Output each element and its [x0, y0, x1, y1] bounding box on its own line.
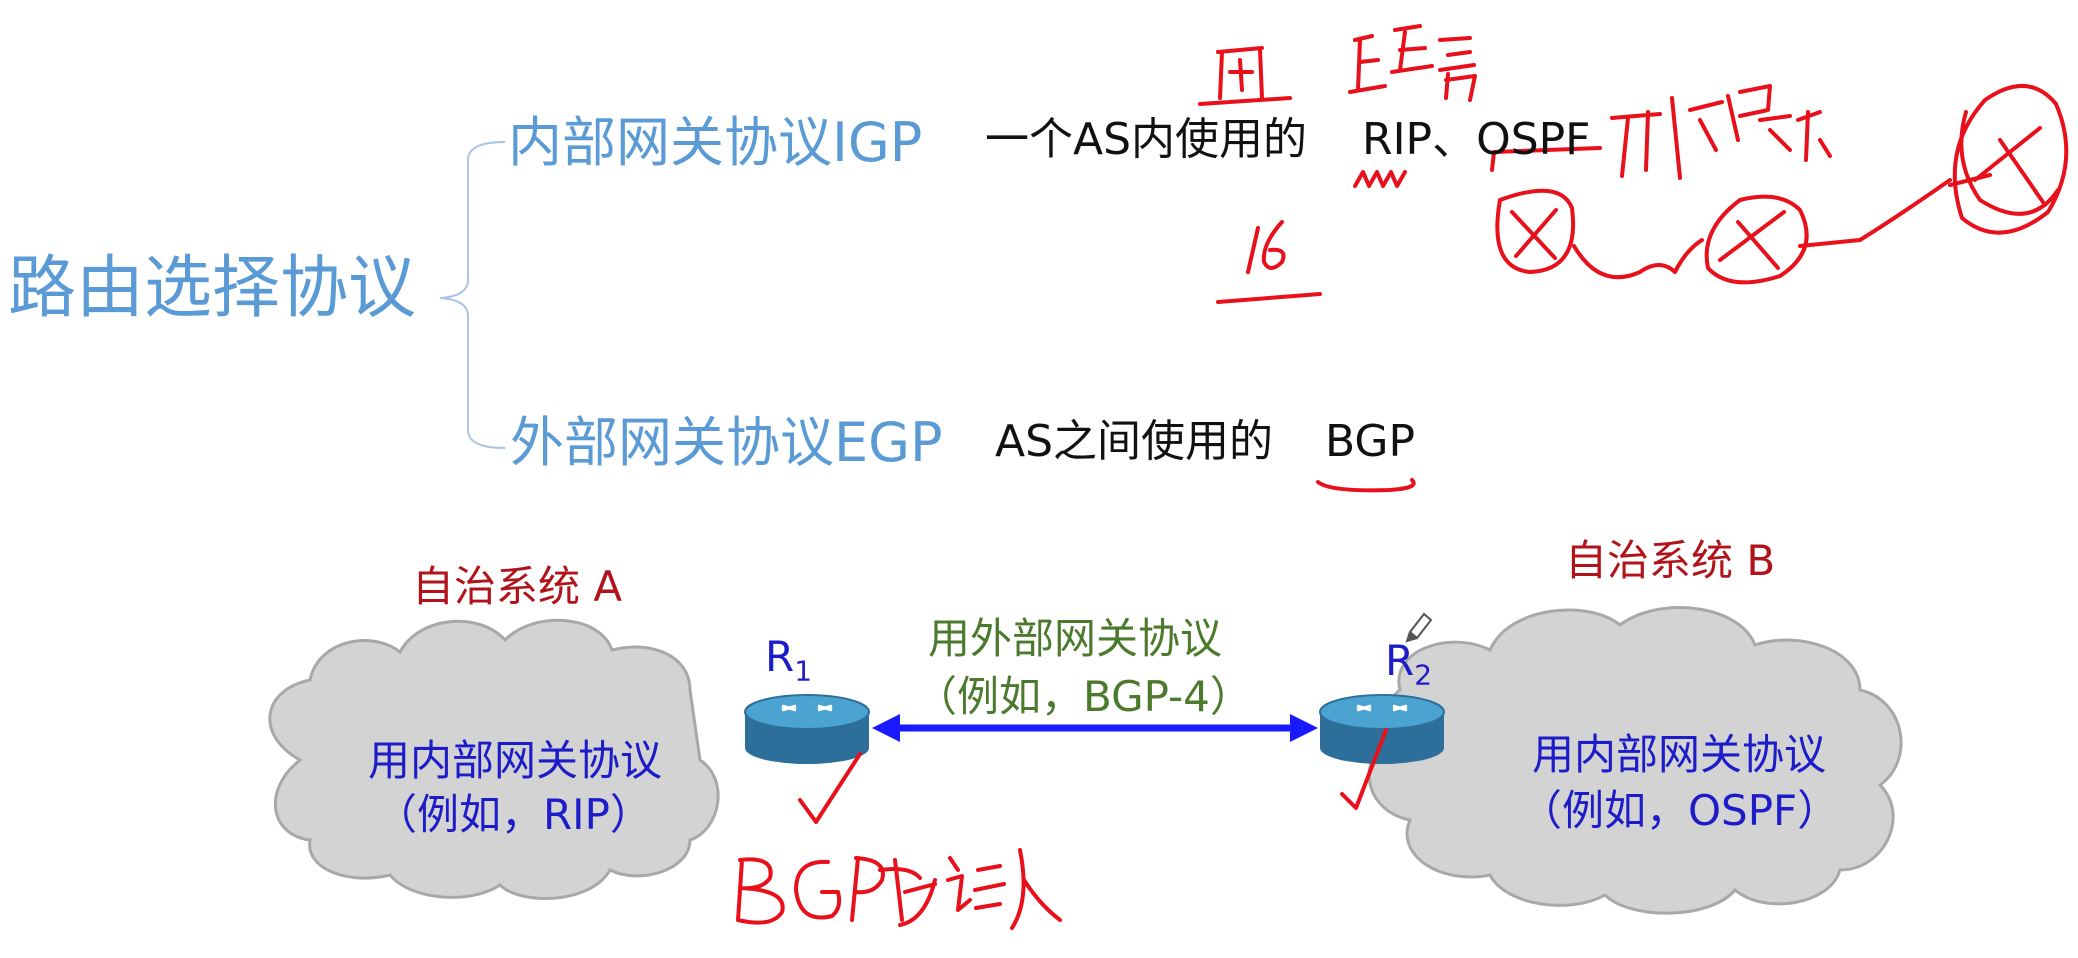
ink-annotations [736, 24, 2069, 930]
router-r1-subscript: 1 [794, 654, 813, 688]
router-r2-icon [1319, 694, 1445, 764]
link-label-line1: 用外部网关协议 [928, 614, 1223, 663]
ink-link-1 [1572, 238, 1704, 280]
cloud-a [268, 618, 720, 900]
ink-guo [1198, 46, 1292, 106]
igp-description: 一个AS内使用的 [985, 114, 1308, 165]
ink-underline-bgp [1316, 478, 1416, 493]
router-r2-letter: R [1385, 636, 1415, 685]
igp-label: 内部网关协议IGP [508, 111, 923, 174]
link-label-line2: （例如，BGP-4） [915, 672, 1252, 721]
router-r1-label: R1 [765, 636, 812, 685]
pencil-cursor-icon [1405, 612, 1433, 643]
cloud-b-line1: 用内部网关协议 [1532, 730, 1827, 779]
ink-router-2 [1704, 194, 1809, 285]
ink-router-3 [1948, 84, 2069, 235]
igp-protocols: RIP、OSPF [1362, 114, 1591, 165]
cloud-b-line2: （例如，OSPF） [1520, 786, 1840, 835]
as-a-title: 自治系统 A [412, 562, 623, 611]
egp-description: AS之间使用的 [995, 416, 1274, 467]
router-r1-icon [744, 694, 870, 764]
arrow-head-left-icon [872, 714, 900, 742]
ink-check-r1 [798, 752, 862, 824]
cloud-b [1367, 606, 1903, 915]
ink-bgp-speaker [736, 848, 1062, 930]
ink-link-state [1610, 84, 1832, 180]
arrow-head-right-icon [1290, 714, 1318, 742]
ink-distance [1348, 24, 1477, 102]
egp-protocol: BGP [1325, 416, 1416, 467]
bracket [439, 141, 506, 449]
router-r2-label: R2 [1385, 640, 1432, 689]
title: 路由选择协议 [8, 249, 417, 328]
cloud-a-line1: 用内部网关协议 [368, 736, 663, 785]
cloud-a-line2: （例如，RIP） [375, 790, 652, 839]
router-r1-letter: R [765, 632, 795, 681]
router-r2-subscript: 2 [1414, 658, 1433, 692]
ink-check-r2 [1340, 728, 1388, 810]
ink-16 [1246, 220, 1286, 274]
ink-squiggle-rip [1353, 170, 1407, 188]
ink-router-1 [1495, 188, 1575, 274]
as-b-title: 自治系统 B [1565, 536, 1776, 585]
egp-label: 外部网关协议EGP [510, 411, 943, 474]
ink-link-2 [1798, 178, 1952, 248]
